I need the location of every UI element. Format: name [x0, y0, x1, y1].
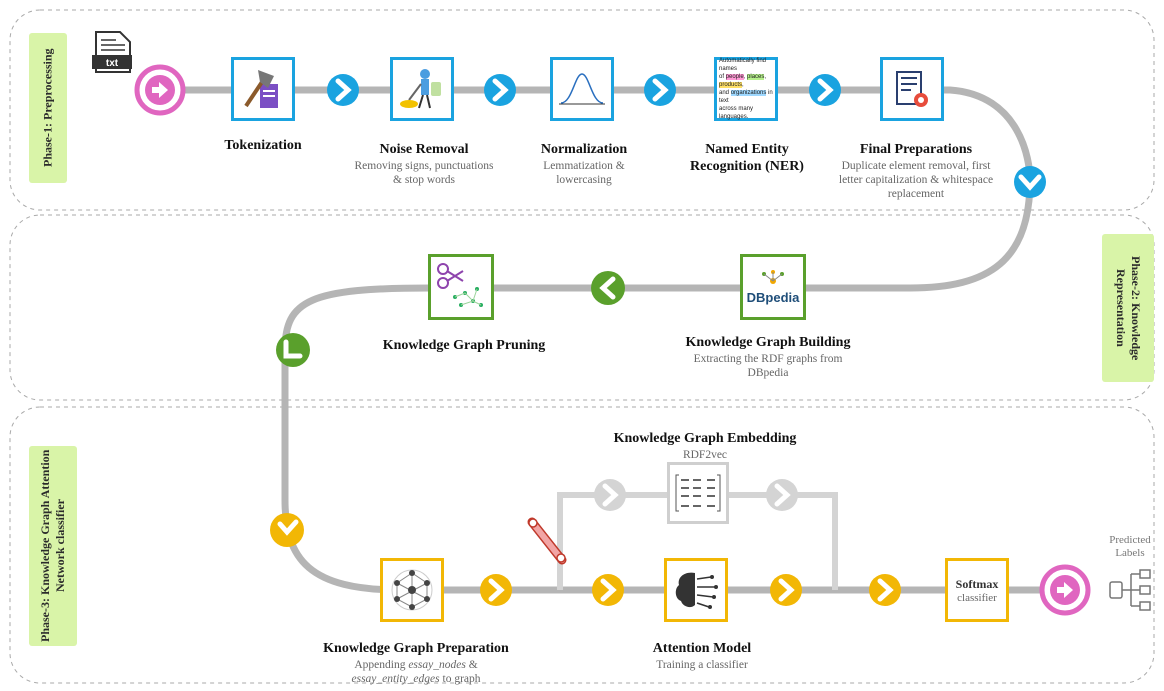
- axe-icon: [244, 70, 278, 108]
- chevron-down-left-icon: [276, 333, 310, 367]
- embedding-box: [667, 462, 729, 524]
- dbpedia-logo-text: DBpedia: [746, 290, 800, 305]
- softmax-box: Softmax classifier: [945, 558, 1009, 622]
- kg-preparation-subtitle-nodes: essay_nodes: [408, 659, 466, 671]
- ner-label: Named Entity Recognition (NER): [677, 141, 817, 175]
- final-preparations-box: [880, 57, 944, 121]
- ner-sample-text: Automatically find names of people, plac…: [717, 55, 775, 123]
- softmax-title: Softmax: [955, 576, 999, 591]
- chevron-right-icon: [594, 479, 626, 511]
- tokenization-title: Tokenization: [224, 138, 302, 153]
- end-circle: [1039, 564, 1091, 616]
- chevron-right-icon: [644, 74, 676, 106]
- kg-preparation-subtitle-prefix: Appending: [354, 659, 406, 671]
- attention-title: Attention Model: [652, 641, 752, 656]
- dbpedia-logo: DBpedia: [746, 269, 800, 305]
- normalization-title: Normalization: [540, 142, 628, 157]
- ner-sample-fragment: ,: [764, 74, 767, 80]
- phase3-container: [9, 406, 1155, 684]
- ner-entity-places: places: [747, 74, 765, 80]
- ner-sample-fragment: ,: [742, 82, 744, 88]
- chevron-right-icon: [484, 74, 516, 106]
- kg-embedding-subtitle: RDF2vec: [682, 449, 728, 461]
- noise-removal-subtitle: Removing signs, punctuations & stop word…: [354, 160, 494, 186]
- kg-preparation-title: Knowledge Graph Preparation: [323, 641, 509, 656]
- branch-switch: [527, 517, 567, 565]
- ner-sample-fragment: ,: [743, 74, 748, 80]
- tokenization-box: [231, 57, 295, 121]
- phase2-label: Phase-2: Knowledge Representation: [1102, 234, 1154, 382]
- pruning-box: [428, 254, 494, 320]
- kg-pruning-title: Knowledge Graph Pruning: [382, 338, 546, 353]
- noise-removal-label: Noise Removal Removing signs, punctuatio…: [349, 141, 499, 187]
- kg-preparation-subtitle: Appending essay_nodes & essay_entity_edg…: [321, 658, 511, 686]
- kg-preparation-label: Knowledge Graph Preparation Appending es…: [321, 640, 511, 686]
- preparation-box: [380, 558, 444, 622]
- matrix-icon: [675, 474, 721, 512]
- chevron-left-icon: [591, 271, 625, 305]
- phase2-container: [9, 214, 1155, 401]
- ner-sample-line: across many languages.: [719, 106, 754, 120]
- attention-box: [664, 558, 728, 622]
- kg-embedding-title: Knowledge Graph Embedding: [613, 431, 797, 446]
- chevron-down-icon: [1014, 166, 1046, 198]
- chevron-right-icon: [869, 574, 901, 606]
- ner-title: Named Entity Recognition (NER): [690, 142, 804, 174]
- dbpedia-graph-icon: [761, 270, 784, 284]
- bell-curve-icon: [559, 73, 605, 105]
- final-preparations-subtitle: Duplicate element removal, first letter …: [838, 160, 994, 200]
- hierarchy-icon: [1109, 569, 1151, 611]
- tokenization-label: Tokenization: [224, 137, 301, 154]
- phase1-container: [9, 9, 1155, 211]
- start-circle: [134, 64, 186, 116]
- kg-preparation-subtitle-mid: &: [468, 659, 478, 671]
- ner-sample-fragment: in text: [719, 90, 773, 104]
- normalization-box: [550, 57, 614, 121]
- normalization-label: Normalization Lemmatization & lowercasin…: [534, 141, 634, 187]
- phase2-label-text: Phase-2: Knowledge Representation: [1114, 255, 1143, 361]
- network-graph-icon: [391, 569, 433, 611]
- predicted-labels-text: Predicted Labels: [1109, 534, 1151, 559]
- phase3-label-text: Phase-3: Knowledge Graph Attention Netwo…: [38, 449, 67, 643]
- chevron-right-icon: [809, 74, 841, 106]
- attention-label: Attention Model Training a classifier: [653, 640, 751, 672]
- chevron-right-icon: [480, 574, 512, 606]
- ner-sample-fragment: of: [719, 74, 726, 80]
- noise-removal-title: Noise Removal: [379, 142, 469, 157]
- phase1-label: Phase-1: Preprocessing: [29, 33, 67, 183]
- final-preparations-title: Final Preparations: [859, 142, 973, 157]
- chevron-right-icon: [327, 74, 359, 106]
- ner-sample-fragment: and: [719, 90, 731, 96]
- document-gear-icon: [896, 71, 928, 107]
- ner-entity-organizations: organizations: [730, 90, 767, 96]
- kg-building-label: Knowledge Graph Building Extracting the …: [673, 334, 863, 380]
- noise-removal-box: [390, 57, 454, 121]
- dbpedia-box: DBpedia: [740, 254, 806, 320]
- kg-embedding-label: Knowledge Graph Embedding RDF2vec: [614, 430, 797, 462]
- brain-circuit-icon: [675, 572, 718, 609]
- chevron-right-icon: [766, 479, 798, 511]
- ner-entity-people: people: [725, 74, 744, 80]
- ner-sample-line: Automatically find names: [719, 58, 767, 72]
- chevron-down-right-icon: [270, 513, 304, 547]
- scissors-graph-icon: [437, 263, 483, 307]
- ner-box: Automatically find names of people, plac…: [714, 57, 778, 121]
- vacuum-cleaner-icon: [400, 69, 441, 109]
- phase3-label: Phase-3: Knowledge Graph Attention Netwo…: [29, 446, 77, 646]
- softmax-subtitle: classifier: [957, 591, 997, 604]
- normalization-subtitle: Lemmatization & lowercasing: [543, 160, 625, 186]
- kg-pruning-label: Knowledge Graph Pruning: [383, 337, 546, 354]
- chevron-right-icon: [770, 574, 802, 606]
- kg-preparation-subtitle-edges: essay_entity_edges: [351, 673, 440, 685]
- final-preparations-label: Final Preparations Duplicate element rem…: [829, 141, 1004, 201]
- txt-file-icon: [92, 31, 132, 73]
- attention-subtitle: Training a classifier: [656, 659, 748, 671]
- phase1-label-text: Phase-1: Preprocessing: [40, 48, 55, 168]
- ner-entity-products: products: [719, 82, 743, 88]
- txt-file-label: txt: [106, 58, 119, 69]
- kg-preparation-subtitle-suffix: to graph: [442, 673, 481, 685]
- kg-building-subtitle: Extracting the RDF graphs from DBpedia: [693, 353, 843, 379]
- kg-building-title: Knowledge Graph Building: [685, 335, 851, 350]
- chevron-right-icon: [592, 574, 624, 606]
